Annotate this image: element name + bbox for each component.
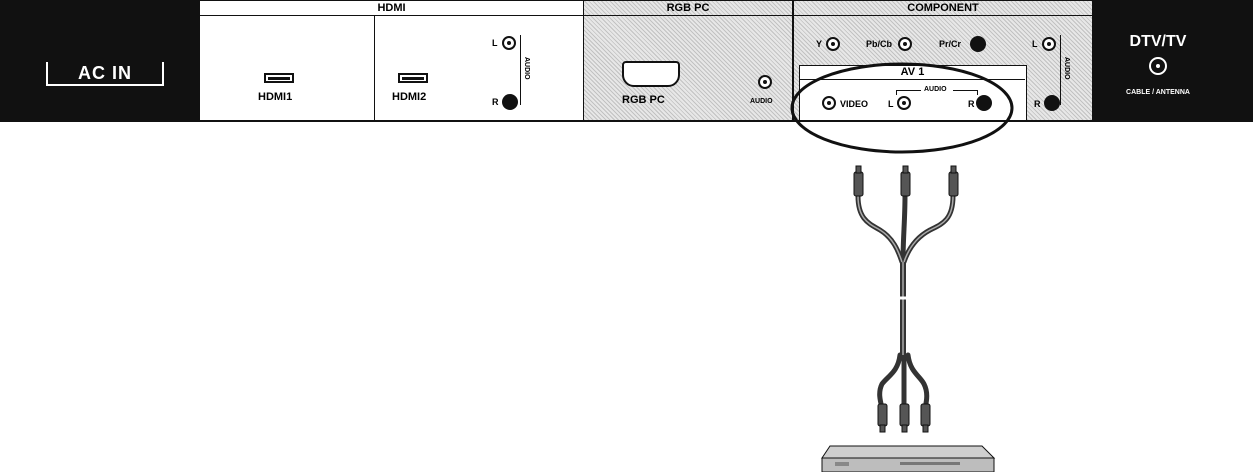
ac-in-frame [46,62,164,86]
hdmi-title: HDMI [200,1,583,16]
component-title: COMPONENT [794,1,1092,16]
hdmi1-label: HDMI1 [258,91,293,103]
ac-in-label: AC IN [78,63,132,83]
component-pr-jack-icon [970,36,986,52]
vga-port-icon [622,61,680,87]
hdmi-section: HDMI HDMI1 HDMI2 L AUDIO R [200,0,583,122]
hdmi-divider [374,16,375,121]
hdmi-audio-l-jack-icon [502,36,516,50]
rgb-pc-label: RGB PC [622,94,665,106]
component-pb-jack-icon [898,37,912,51]
dvd-player-icon [821,445,996,472]
rgb-audio-jack-icon [758,75,772,89]
av1-box: AV 1 VIDEO L AUDIO R [799,65,1027,121]
hdmi2-label: HDMI2 [392,91,427,103]
coax-jack-icon [1149,57,1167,75]
hdmi-audio-line [520,35,521,105]
av1-video-jack-icon [822,96,836,110]
component-pr-label: Pr/Cr [939,39,962,49]
rgb-pc-section: RGB PC RGB PC AUDIO [583,0,793,122]
component-y-label: Y [816,39,823,49]
hdmi-audio-r-label: R [492,97,499,107]
dtv-title: DTV/TV [1129,33,1187,50]
dtv-section: DTV/TV CABLE / ANTENNA [1093,0,1253,122]
hdmi-audio-l-label: L [492,38,498,48]
bottom-plugs [877,403,931,433]
component-audio-l-jack-icon [1042,37,1056,51]
hdmi1-port-icon [264,73,294,83]
component-audio-r-jack-icon [1044,95,1060,111]
av1-l-label: L [888,99,894,109]
hdmi-audio-r-jack-icon [502,94,518,110]
dtv-sub-label: CABLE / ANTENNA [1126,89,1190,96]
component-y-jack-icon [826,37,840,51]
av1-title: AV 1 [800,66,1025,80]
av1-audio-r-jack-icon [976,95,992,111]
tv-rear-panel: AC IN HDMI HDMI1 HDMI2 L AUDIO R RGB PC … [0,0,1253,122]
av1-audio-label: AUDIO [924,86,947,93]
av1-r-label: R [968,99,975,109]
component-audio-l-label: L [1032,39,1038,49]
rgb-pc-title: RGB PC [584,1,792,16]
component-pb-label: Pb/Cb [866,39,892,49]
cable-light-strokes [857,195,954,355]
ac-in-section: AC IN [0,0,200,122]
component-audio-r-label: R [1034,99,1041,109]
component-section: COMPONENT Y Pb/Cb Pr/Cr L AUDIO R AV 1 V… [793,0,1093,122]
av1-video-label: VIDEO [840,99,869,109]
rgb-audio-label: AUDIO [750,98,773,105]
component-audio-line [1060,35,1061,105]
av1-audio-l-jack-icon [897,96,911,110]
hdmi2-port-icon [398,73,428,83]
av1-audio-bracket-left [896,90,921,95]
av1-audio-bracket-right [953,90,978,95]
top-plugs [853,165,959,197]
av1-callout-ellipse [790,62,1014,154]
rca-cable-icon [855,193,956,411]
